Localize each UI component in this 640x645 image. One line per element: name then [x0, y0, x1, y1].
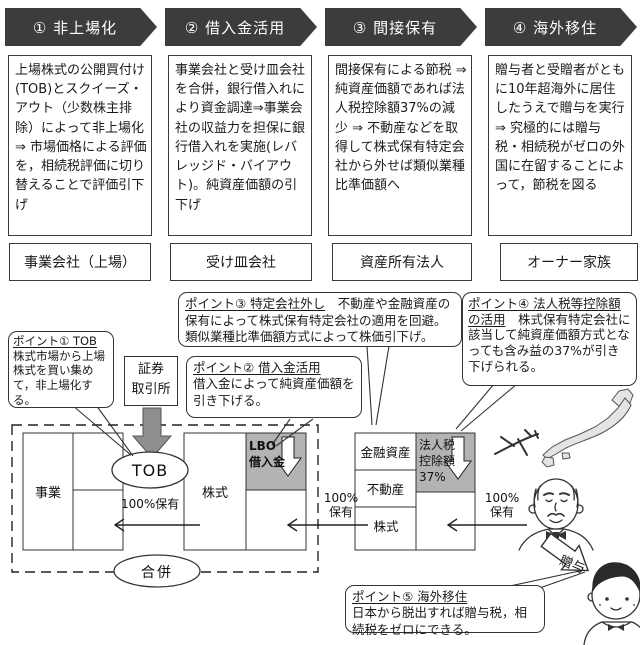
- gray-down-arrow: [131, 407, 173, 459]
- callout-point3-title: ポイント③ 特定会社外し: [185, 296, 326, 311]
- entity-operating-company: 事業会社（上場）: [9, 243, 151, 281]
- description-step4: 贈与者と受贈者がともに10年超海外に居住したうえで贈与を実行 ⇒ 究極的には贈与…: [488, 55, 632, 236]
- stock-exchange-box: 証券 取引所: [124, 356, 178, 406]
- real-estate-label: 不動産: [366, 482, 405, 497]
- callout-tails: [71, 345, 586, 596]
- callout-point3-specified-company: ポイント③ 特定会社外し 不動産や金融資産の保有によって株式保有特定会社の適用を…: [178, 292, 462, 347]
- description-step1: 上場株式の公開買付け(TOB)とスクイーズ・アウト（少数株主排除）によって非上場…: [8, 55, 152, 236]
- description-step3: 間接保有による節税 ⇒ 純資産価額であれば法人税控除額37%の減少 ⇒ 不動産な…: [328, 55, 472, 236]
- callout-point1-body: 株式市場から上場株式を買い集めて，非上場化する。: [13, 348, 105, 407]
- callout-point4-body: 株式保有特定会社に該当して純資産価額方式となっても含み益の37%が引き下げられる…: [468, 311, 631, 374]
- merger-dashed-boundary: [11, 424, 319, 573]
- airplane-icon: [494, 429, 539, 456]
- gift-arrow: [540, 532, 590, 572]
- young-man-illustration: [583, 562, 640, 645]
- callout-point5-emigration: ポイント⑤ 海外移住日本から脱出すれば贈与税，相続税をゼロにできる。: [345, 585, 545, 637]
- banner-step1: ① 非上場化: [5, 8, 157, 46]
- shell-stock-label: 株式: [201, 486, 228, 501]
- entity-owner-family: オーナー家族: [500, 243, 638, 281]
- asset-stock-label: 株式: [368, 515, 404, 535]
- merger-ellipse: [113, 554, 201, 588]
- description-step2: 事業会社と受け皿会社を合併，銀行借入れにより資金調達⇒事業会社の収益力を担保に銀…: [168, 55, 312, 236]
- banner-step3: ③ 間接保有: [325, 8, 477, 46]
- white-down-arrow-tax: [444, 436, 472, 480]
- merger-label: 合併: [141, 564, 173, 581]
- callout-point4-tax-deduction: ポイント④ 法人税等控除額の活用 株式保有特定会社に該当して純資産価額方式となっ…: [462, 292, 637, 386]
- ownership-arrows: [113, 518, 527, 532]
- entity-asset-company: 資産所有法人: [332, 243, 472, 281]
- callout-point5-body: 日本から脱出すれば贈与税，相続税をゼロにできる。: [352, 605, 528, 637]
- financial-assets-label: 金融資産: [360, 445, 411, 460]
- callout-point2-title: ポイント② 借入金活用: [193, 360, 321, 375]
- hold-100-label-2: 100% 保有: [323, 491, 359, 520]
- callout-point4-title: ポイント④ 法人税等控除額の活用: [468, 296, 621, 327]
- callout-point2-loan: ポイント② 借入金活用借入金によって純資産価額を引き下げる。: [186, 356, 362, 418]
- hold-100-label-1: 100%保有: [121, 497, 180, 511]
- corporate-tax-deduction-label: 法人税 控除額 37%: [419, 438, 456, 485]
- tob-label: TOB: [131, 460, 169, 480]
- callout-point5-title: ポイント⑤ 海外移住: [352, 589, 468, 604]
- entity-shell-company: 受け皿会社: [170, 243, 312, 281]
- lbo-loan-label: LBO 借入金: [249, 439, 286, 470]
- operating-company-box: [22, 432, 124, 551]
- shell-company-box: [183, 432, 307, 551]
- japan-map-icon: [541, 388, 634, 468]
- white-down-arrow-lbo: [274, 436, 302, 477]
- callout-point1-title: ポイント① TOB: [13, 334, 97, 348]
- business-label: 事業: [34, 486, 61, 501]
- diagram-canvas: [11, 345, 640, 645]
- hold-100-label-3: 100% 保有: [484, 491, 520, 520]
- banner-step2: ② 借入金活用: [165, 8, 317, 46]
- callout-point3-body: 不動産や金融資産の保有によって株式保有特定会社の適用を回避。類似業種比準価額方式…: [185, 296, 451, 344]
- callout-point2-body: 借入金によって純資産価額を引き下げる。: [193, 376, 355, 408]
- banner-step4: ④ 海外移住: [485, 8, 637, 46]
- tob-ellipse: [111, 451, 189, 489]
